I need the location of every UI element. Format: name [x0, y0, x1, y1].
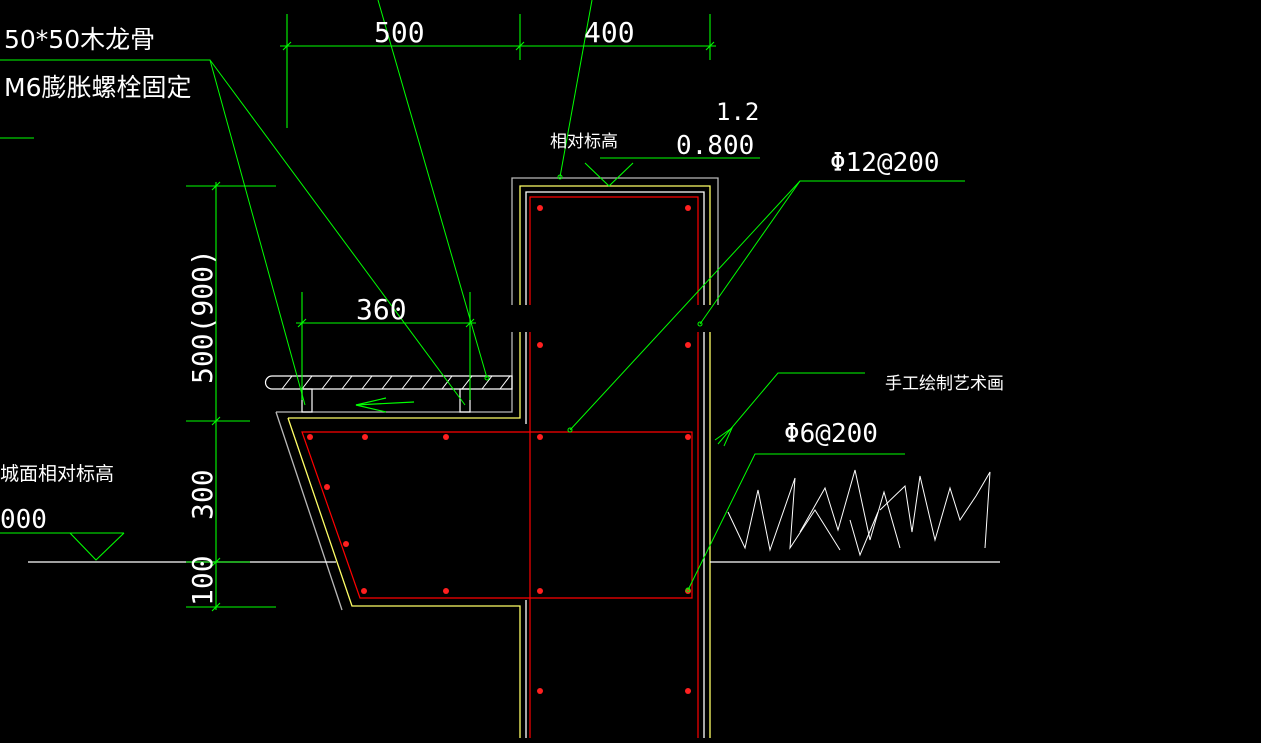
leader-dots: [484, 174, 703, 593]
label-rebar-distribution: Φ6@200: [784, 419, 878, 449]
label-relative-elevation: 相对标高: [550, 132, 618, 152]
annotation-texts: 50*50木龙骨 M6膨胀螺栓固定 相对标高 1.2 0.800 Φ12@200…: [0, 16, 1004, 606]
elevation-top-value: 0.800: [676, 131, 754, 161]
concrete-outline: [275, 177, 719, 611]
dimension-lines: [0, 14, 716, 612]
label-bolt: M6膨胀螺栓固定: [4, 73, 191, 102]
dim-300: 300: [186, 469, 219, 520]
label-mural: 手工绘制艺术画: [885, 374, 1004, 394]
elevation-top-small: 1.2: [716, 98, 759, 126]
finish-layer: [287, 185, 711, 738]
rebar-dots: [307, 205, 691, 694]
rebar-outline: [301, 196, 699, 738]
grass: [727, 469, 991, 557]
dim-100: 100: [186, 555, 219, 606]
dim-500-top: 500: [374, 16, 425, 49]
leader-lines: [0, 0, 965, 591]
dim-400-top: 400: [584, 16, 635, 49]
slope-arrow: [355, 397, 415, 413]
dim-360: 360: [356, 293, 407, 326]
elevation-symbols: [0, 157, 760, 561]
label-ground-elevation: 城面相对标高: [0, 463, 114, 485]
label-ground-value: 000: [0, 505, 47, 535]
label-rebar-main: Φ12@200: [830, 148, 940, 178]
dim-500-900: 500(900): [186, 249, 219, 384]
seat-board: [264, 375, 513, 413]
label-wood-keel: 50*50木龙骨: [4, 25, 155, 54]
